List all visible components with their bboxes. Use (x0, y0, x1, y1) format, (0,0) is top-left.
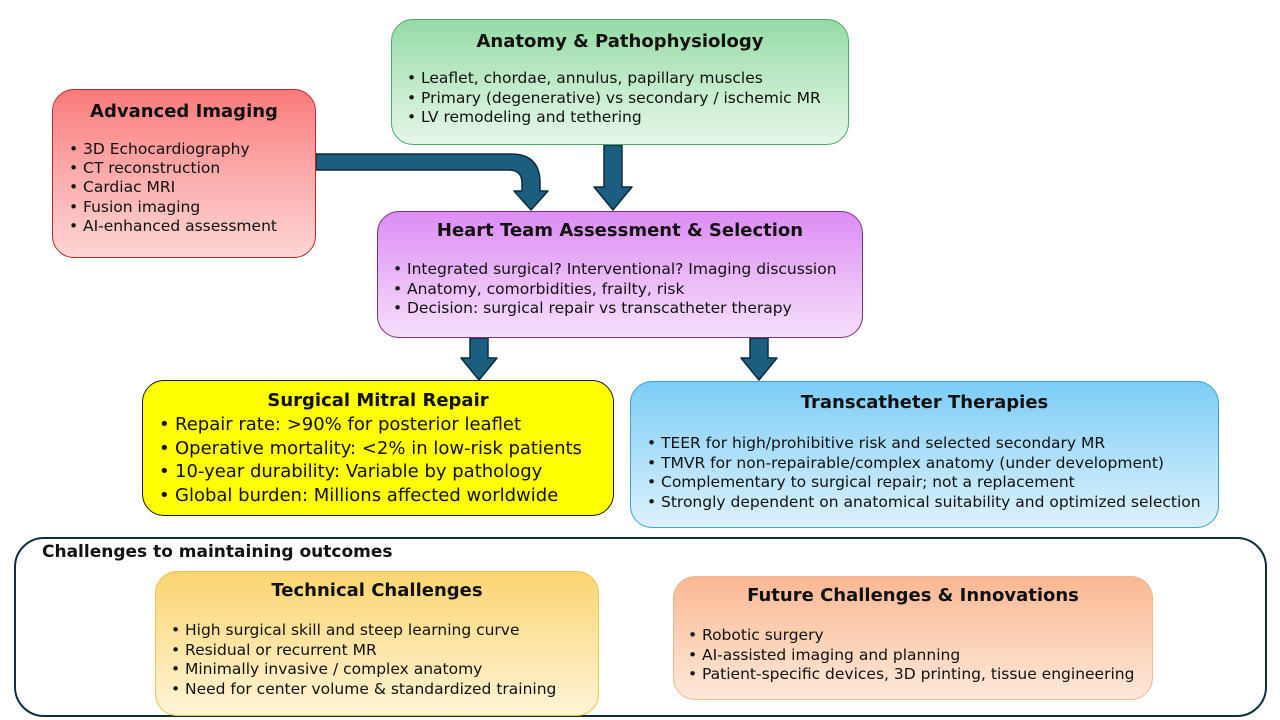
list-item: Operative mortality: <2% in low-risk pat… (159, 437, 613, 461)
list-item: Anatomy, comorbidities, frailty, risk (393, 280, 862, 300)
transcatheter-title: Transcatheter Therapies (800, 392, 1049, 413)
list-item: Complementary to surgical repair; not a … (647, 473, 1218, 493)
future-challenges-title: Future Challenges & Innovations (747, 585, 1079, 606)
list-item: Primary (degenerative) vs secondary / is… (407, 89, 848, 109)
technical-challenges-box: Technical Challenges High surgical skill… (155, 571, 599, 716)
transcatheter-therapies-box: Transcatheter Therapies TEER for high/pr… (630, 381, 1219, 528)
list-item: Patient-specific devices, 3D printing, t… (688, 665, 1152, 685)
future-challenges-list: Robotic surgery AI-assisted imaging and … (688, 626, 1152, 685)
anatomy-pathophysiology-box: Anatomy & Pathophysiology Leaflet, chord… (391, 19, 849, 145)
list-item: TMVR for non-repairable/complex anatomy … (647, 454, 1218, 474)
list-item: Leaflet, chordae, annulus, papillary mus… (407, 69, 848, 89)
list-item: Decision: surgical repair vs transcathet… (393, 299, 862, 319)
list-item: TEER for high/prohibitive risk and selec… (647, 434, 1218, 454)
surgical-repair-title: Surgical Mitral Repair (267, 390, 489, 411)
technical-challenges-title: Technical Challenges (271, 580, 483, 601)
arrow-heart-team-to-surgical (460, 337, 498, 381)
transcatheter-list: TEER for high/prohibitive risk and selec… (647, 434, 1218, 512)
advanced-imaging-box: Advanced Imaging 3D Echocardiography CT … (52, 89, 316, 258)
list-item: CT reconstruction (69, 159, 315, 178)
arrow-heart-team-to-transcatheter (740, 337, 778, 381)
advanced-imaging-title: Advanced Imaging (90, 101, 278, 122)
challenges-title: Challenges to maintaining outcomes (42, 542, 393, 562)
list-item: High surgical skill and steep learning c… (171, 621, 598, 641)
list-item: 3D Echocardiography (69, 140, 315, 159)
list-item: Robotic surgery (688, 626, 1152, 646)
list-item: 10-year durability: Variable by patholog… (159, 460, 613, 484)
list-item: Integrated surgical? Interventional? Ima… (393, 260, 862, 280)
list-item: AI-assisted imaging and planning (688, 646, 1152, 666)
list-item: Residual or recurrent MR (171, 641, 598, 661)
arrow-imaging-to-heart-team (315, 153, 549, 211)
list-item: Cardiac MRI (69, 178, 315, 197)
anatomy-title: Anatomy & Pathophysiology (476, 31, 764, 52)
anatomy-list: Leaflet, chordae, annulus, papillary mus… (407, 69, 848, 128)
technical-challenges-list: High surgical skill and steep learning c… (171, 621, 598, 699)
list-item: Strongly dependent on anatomical suitabi… (647, 493, 1218, 513)
list-item: Repair rate: >90% for posterior leaflet (159, 413, 613, 437)
heart-team-title: Heart Team Assessment & Selection (436, 220, 804, 241)
future-challenges-box: Future Challenges & Innovations Robotic … (673, 576, 1153, 700)
heart-team-box: Heart Team Assessment & Selection Integr… (377, 211, 863, 338)
list-item: Global burden: Millions affected worldwi… (159, 484, 613, 508)
advanced-imaging-list: 3D Echocardiography CT reconstruction Ca… (69, 140, 315, 236)
surgical-repair-box: Surgical Mitral Repair Repair rate: >90%… (142, 380, 614, 516)
surgical-repair-list: Repair rate: >90% for posterior leaflet … (159, 413, 613, 507)
list-item: Fusion imaging (69, 198, 315, 217)
arrow-anatomy-to-heart-team (593, 144, 633, 211)
list-item: LV remodeling and tethering (407, 108, 848, 128)
list-item: AI-enhanced assessment (69, 217, 315, 236)
list-item: Minimally invasive / complex anatomy (171, 660, 598, 680)
heart-team-list: Integrated surgical? Interventional? Ima… (393, 260, 862, 319)
list-item: Need for center volume & standardized tr… (171, 680, 598, 700)
